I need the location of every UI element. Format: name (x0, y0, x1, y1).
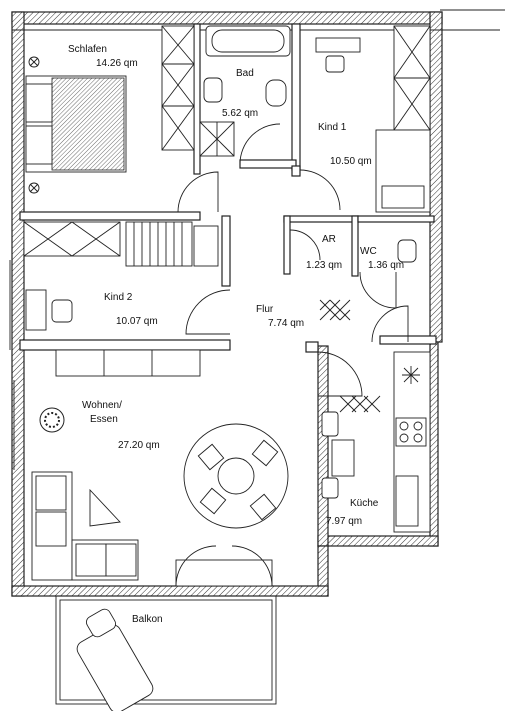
door-ar (289, 229, 321, 261)
plant-icon (39, 407, 65, 433)
door-kind1 (299, 169, 341, 211)
room-area-kueche: 7.97 qm (326, 516, 362, 527)
room-area-ar: 1.23 qm (306, 260, 342, 271)
room-area-wc: 1.36 qm (368, 260, 404, 271)
room-kueche: Küche 7.97 qm (321, 351, 431, 533)
outer-walls (11, 9, 505, 597)
room-name-schlafen: Schlafen (68, 44, 107, 55)
room-name-wohnen-line2: Essen (90, 414, 118, 425)
door-wc (359, 271, 397, 309)
room-area-flur: 7.74 qm (268, 318, 304, 329)
room-area-bad: 5.62 qm (222, 108, 258, 119)
room-ar: AR 1.23 qm (306, 234, 342, 271)
room-name-bad: Bad (236, 68, 254, 79)
room-area-schlafen: 14.26 qm (96, 58, 138, 69)
plant-icon (28, 182, 40, 194)
door-kind2 (185, 289, 231, 335)
door-wohnen (317, 351, 363, 397)
room-flur: Flur 7.74 qm (256, 299, 351, 329)
tile-pattern-icon (339, 395, 381, 413)
room-bad: Bad 5.62 qm (199, 25, 291, 157)
room-name-balkon: Balkon (132, 614, 163, 625)
interior-walls (19, 23, 437, 353)
room-area-kind2: 10.07 qm (116, 316, 158, 327)
room-kind1: Kind 1 10.50 qm (315, 25, 431, 213)
tile-pattern-icon (319, 299, 351, 321)
room-wohnen: Wohnen/ Essen 27.20 qm (31, 349, 289, 587)
snowflake-icon (402, 366, 420, 384)
room-area-wohnen: 27.20 qm (118, 440, 160, 451)
room-name-flur: Flur (256, 304, 274, 315)
room-name-ar: AR (322, 234, 336, 245)
door-entrance (371, 305, 409, 343)
room-kind2: Kind 2 10.07 qm (23, 221, 219, 331)
room-name-kueche: Küche (350, 498, 379, 509)
room-schlafen: Schlafen 14.26 qm (25, 25, 195, 194)
lounge-chair (76, 624, 154, 711)
room-name-kind2: Kind 2 (104, 292, 133, 303)
room-name-wohnen-line1: Wohnen/ (82, 400, 122, 411)
room-name-kind1: Kind 1 (318, 122, 347, 133)
room-area-kind1: 10.50 qm (330, 156, 372, 167)
plant-icon (28, 56, 40, 68)
door-bad (239, 123, 281, 165)
door-schlafen (177, 171, 219, 213)
room-balkon: Balkon (55, 595, 277, 711)
room-wc: WC 1.36 qm (360, 239, 417, 271)
room-name-wc: WC (360, 246, 377, 257)
